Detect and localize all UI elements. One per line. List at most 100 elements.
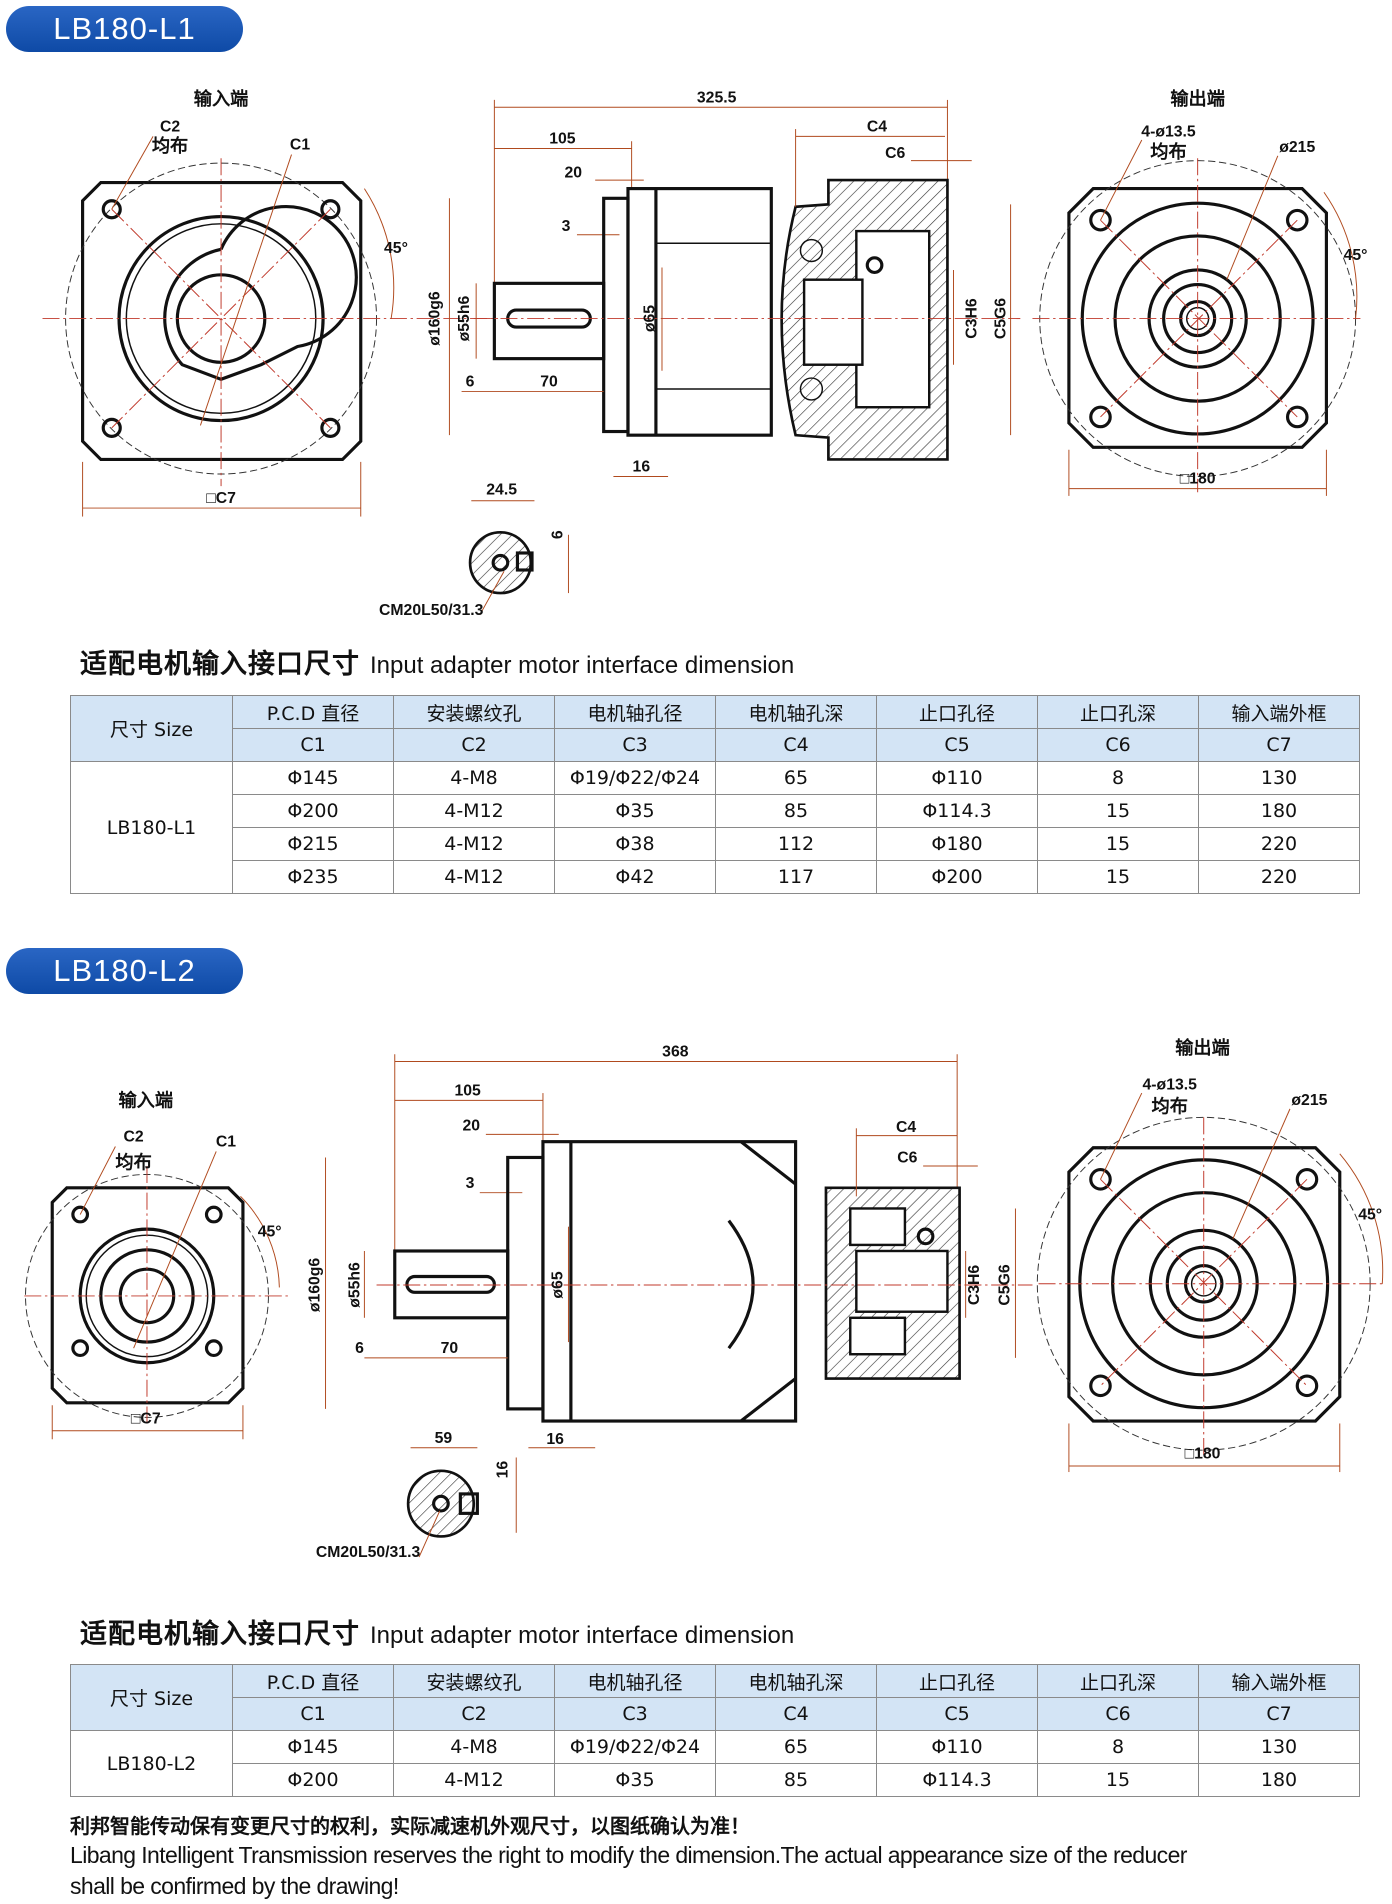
code-cell: C3 — [554, 728, 716, 762]
table-cell: Φ110 — [876, 761, 1038, 795]
dim-70: 70 — [540, 374, 558, 391]
dim-160g6: ø160g6 — [427, 291, 444, 346]
dim-c5g6: C5G6 — [993, 298, 1010, 339]
evenly-label: 均布 — [152, 135, 188, 157]
table-cell: 8 — [1037, 761, 1199, 795]
model-badge: LB180-L1 — [6, 6, 243, 52]
title-cn: 适配电机输入接口尺寸 — [80, 649, 360, 680]
input-end-label: 输入端 — [194, 88, 249, 110]
dim-3: 3 — [466, 1175, 475, 1192]
length-label: 325.5 — [697, 89, 737, 106]
output-end-label: 输出端 — [1175, 1037, 1230, 1059]
side-section-view: 368 105 20 3 ø160g6 ø55h6 ø65 C3H6 C5G6 … — [306, 1044, 1033, 1449]
table-cell: Φ145 — [232, 1730, 394, 1764]
table-cell: 4-M12 — [393, 827, 555, 861]
table-cell: Φ19/Φ22/Φ24 — [554, 1730, 716, 1764]
dim-105: 105 — [454, 1083, 481, 1100]
dim-16: 16 — [633, 459, 651, 476]
code-cell: C5 — [876, 728, 1038, 762]
title-en: Input adapter motor interface dimension — [370, 1622, 795, 1649]
model-cell: LB180-L1 — [70, 761, 233, 894]
code-cell: C6 — [1037, 1697, 1199, 1731]
header-cell: 安装螺纹孔 — [393, 695, 555, 729]
table-cell: 4-M12 — [393, 1763, 555, 1797]
header-cell: 止口孔径 — [876, 695, 1038, 729]
header-cell: 电机轴孔径 — [554, 695, 716, 729]
table-cell: Φ35 — [554, 1763, 716, 1797]
table-cell: 4-M12 — [393, 794, 555, 828]
table-cell: Φ180 — [876, 827, 1038, 861]
dim-c3h6: C3H6 — [964, 298, 981, 339]
header-cell: 止口孔径 — [876, 1664, 1038, 1698]
code-cell: C1 — [232, 1697, 394, 1731]
table-cell: 4-M12 — [393, 860, 555, 894]
dim-6: 6 — [466, 374, 475, 391]
code-cell: C6 — [1037, 728, 1199, 762]
table-cell: 130 — [1198, 1730, 1360, 1764]
table-cell: Φ42 — [554, 860, 716, 894]
c7-label: □C7 — [206, 490, 236, 507]
key-width-label: 59 — [435, 1430, 453, 1447]
code-cell: C3 — [554, 1697, 716, 1731]
disclaimer-en-line2: shall be confirmed by the drawing! — [70, 1873, 399, 1899]
dim-c4: C4 — [867, 119, 887, 136]
dim-c3h6: C3H6 — [966, 1265, 983, 1306]
code-cell: C1 — [232, 728, 394, 762]
dim-55h6: ø55h6 — [456, 296, 473, 342]
angle-label: 45° — [258, 1223, 282, 1240]
code-cell: C2 — [393, 1697, 555, 1731]
dim-105: 105 — [549, 131, 576, 148]
table-cell: Φ38 — [554, 827, 716, 861]
title-en: Input adapter motor interface dimension — [370, 652, 795, 679]
evenly-label: 均布 — [115, 1151, 151, 1173]
table-code-row: C1 C2 C3 C4 C5 C6 C7 — [71, 728, 1360, 762]
header-cell: P.C.D 直径 — [232, 695, 394, 729]
key-spec-label: CM20L50/31.3 — [316, 1544, 421, 1561]
evenly-label: 均布 — [1152, 1096, 1188, 1118]
dim-65: ø65 — [549, 1271, 566, 1298]
header-cell: 安装螺纹孔 — [393, 1664, 555, 1698]
holes-label: 4-ø13.5 — [1143, 1076, 1198, 1093]
header-cell: 止口孔深 — [1037, 695, 1199, 729]
dimension-table-l2: 尺寸 Size P.C.D 直径 安装螺纹孔 电机轴孔径 电机轴孔深 止口孔径 … — [70, 1664, 1360, 1797]
table-cell: Φ200 — [876, 860, 1038, 894]
header-cell: 输入端外框 — [1198, 695, 1360, 729]
dim-70: 70 — [441, 1340, 459, 1357]
table-cell: 15 — [1037, 827, 1199, 861]
dim-6: 6 — [355, 1340, 364, 1357]
table-cell: Φ110 — [876, 1730, 1038, 1764]
table-cell: Φ35 — [554, 794, 716, 828]
c1-label: C1 — [290, 137, 310, 154]
disclaimer-en-line1: Libang Intelligent Transmission reserves… — [70, 1842, 1187, 1868]
key-height-label: 16 — [495, 1461, 512, 1479]
size-header: 尺寸 Size — [70, 1664, 233, 1731]
table-cell: 65 — [715, 1730, 877, 1764]
dim-65: ø65 — [642, 305, 659, 332]
table-cell: Φ145 — [232, 761, 394, 795]
dim-20: 20 — [463, 1118, 481, 1135]
table-cell: 65 — [715, 761, 877, 795]
angle-label: 45° — [384, 240, 408, 257]
output-end-view: 输出端 4-ø13.5 均布 ø215 45° □180 — [1032, 88, 1367, 496]
table-header-row: 尺寸 Size P.C.D 直径 安装螺纹孔 电机轴孔径 电机轴孔深 止口孔径 … — [70, 1664, 1360, 1731]
table-cell: Φ200 — [232, 794, 394, 828]
pcd-label: ø215 — [1291, 1092, 1327, 1109]
table-cell: 85 — [715, 1763, 877, 1797]
table-cell: 180 — [1198, 794, 1360, 828]
dim-c5g6: C5G6 — [996, 1264, 1013, 1305]
header-cell: P.C.D 直径 — [232, 1664, 394, 1698]
square-label: □180 — [1185, 1446, 1221, 1463]
header-cell: 输入端外框 — [1198, 1664, 1360, 1698]
table-cell: 4-M8 — [393, 1730, 555, 1764]
code-cell: C4 — [715, 1697, 877, 1731]
square-label: □180 — [1180, 471, 1216, 488]
table-cell: 85 — [715, 794, 877, 828]
pcd-label: ø215 — [1279, 139, 1315, 156]
table-header-row: 尺寸 Size P.C.D 直径 安装螺纹孔 电机轴孔径 电机轴孔深 止口孔径 … — [70, 695, 1360, 762]
